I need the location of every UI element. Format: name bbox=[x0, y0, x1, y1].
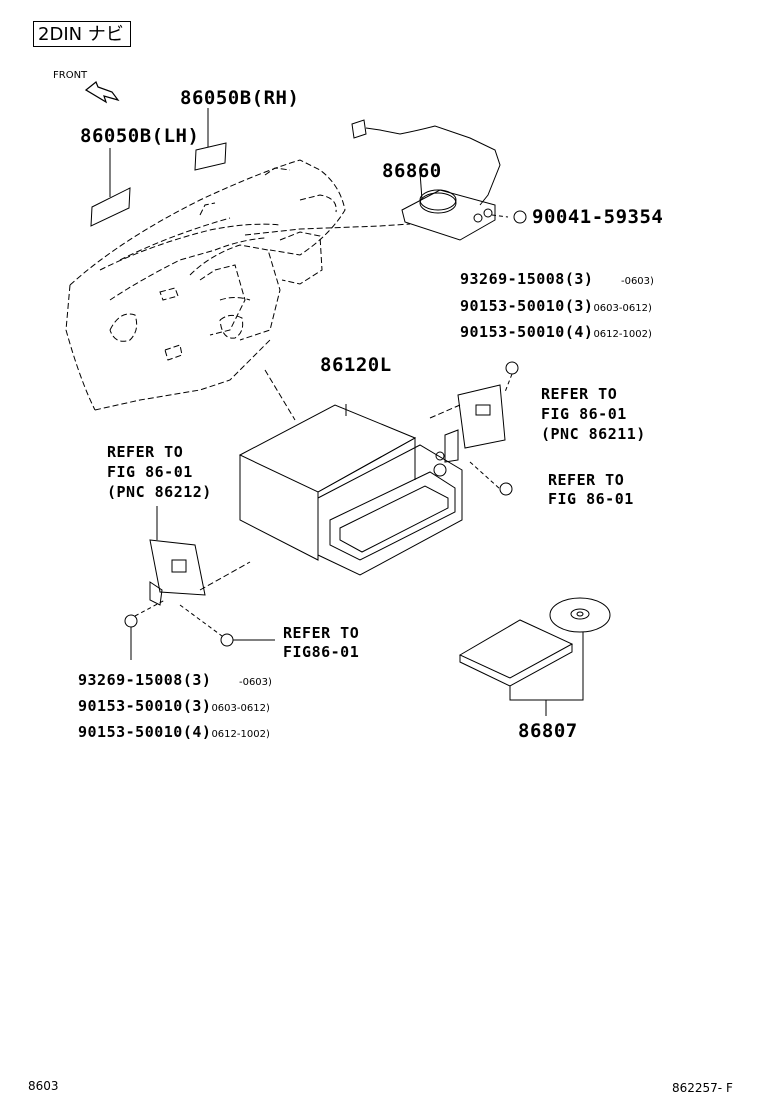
footer-left-code: 8603 bbox=[28, 1079, 59, 1093]
screw-row: 90153-50010(3)0603-0612) bbox=[78, 697, 270, 715]
screw-part-number: 93269-15008 bbox=[460, 270, 565, 288]
left-bracket-shape bbox=[130, 506, 275, 660]
screw-row: 90153-50010(3)0603-0612) bbox=[460, 297, 652, 315]
part-number-86050b-lh: 86050B(LH) bbox=[80, 125, 200, 147]
part-number-86807: 86807 bbox=[518, 720, 578, 742]
screw-range: 0603-0612) bbox=[593, 303, 652, 314]
manual-and-disc-shape bbox=[458, 597, 611, 716]
part-number-86120l: 86120L bbox=[320, 354, 392, 376]
screw-qty: (3) bbox=[564, 297, 594, 315]
refer-fig-line: FIG 86-01 bbox=[541, 405, 627, 423]
header-label-box: 2DIN ナビ bbox=[33, 21, 131, 47]
screw-range: -0603) bbox=[620, 276, 654, 287]
screw-qty: (4) bbox=[564, 323, 594, 341]
screw-range: -0603) bbox=[238, 677, 272, 688]
refer-to-line: REFER TO bbox=[283, 624, 360, 642]
refer-to-line: REFER TO bbox=[541, 385, 618, 403]
decal-lh-shape bbox=[90, 148, 131, 227]
refer-fig-line: FIG 86-01 bbox=[548, 490, 634, 508]
screw-qty: (3) bbox=[182, 697, 212, 715]
screw-qty: (3) bbox=[182, 671, 212, 689]
screw-range: 0612-1002) bbox=[593, 329, 652, 340]
screw-part-number: 93269-15008 bbox=[78, 671, 183, 689]
navigation-unit-shape bbox=[199, 369, 463, 591]
screw-row: 93269-15008(3) -0603) bbox=[78, 671, 272, 689]
screw-row: 90153-50010(4)0612-1002) bbox=[460, 323, 652, 341]
front-label: FRONT bbox=[53, 70, 88, 81]
screw-row: 90153-50010(4)0612-1002) bbox=[78, 723, 270, 741]
refer-fig-line: FIG86-01 bbox=[283, 643, 360, 661]
gps-antenna-shape bbox=[244, 119, 509, 241]
footer-right-code: 862257- F bbox=[672, 1081, 733, 1095]
refer-to-line: REFER TO bbox=[107, 443, 184, 461]
part-number-86050b-rh: 86050B(RH) bbox=[180, 87, 300, 109]
screw-part-number: 90153-50010 bbox=[78, 697, 183, 715]
right-bracket-shape bbox=[444, 373, 513, 490]
screw-qty: (3) bbox=[564, 270, 594, 288]
part-number-90041-59354: 90041-59354 bbox=[532, 206, 664, 228]
screw-range: 0603-0612) bbox=[211, 703, 270, 714]
screw-row: 93269-15008(3) -0603) bbox=[460, 270, 654, 288]
decal-rh-shape bbox=[194, 108, 227, 171]
refer-fig-line: FIG 86-01 bbox=[107, 463, 193, 481]
screw-range: 0612-1002) bbox=[211, 729, 270, 740]
screw-part-number: 90153-50010 bbox=[460, 323, 565, 341]
front-arrow-icon bbox=[84, 81, 120, 104]
screw-part-number: 90153-50010 bbox=[460, 297, 565, 315]
dashboard-illustration bbox=[65, 159, 346, 411]
refer-pnc-line: (PNC 86212) bbox=[107, 483, 212, 501]
screw-qty: (4) bbox=[182, 723, 212, 741]
part-number-86860: 86860 bbox=[382, 160, 442, 182]
screw-part-number: 90153-50010 bbox=[78, 723, 183, 741]
refer-to-line: REFER TO bbox=[548, 471, 625, 489]
refer-pnc-line: (PNC 86211) bbox=[541, 425, 646, 443]
